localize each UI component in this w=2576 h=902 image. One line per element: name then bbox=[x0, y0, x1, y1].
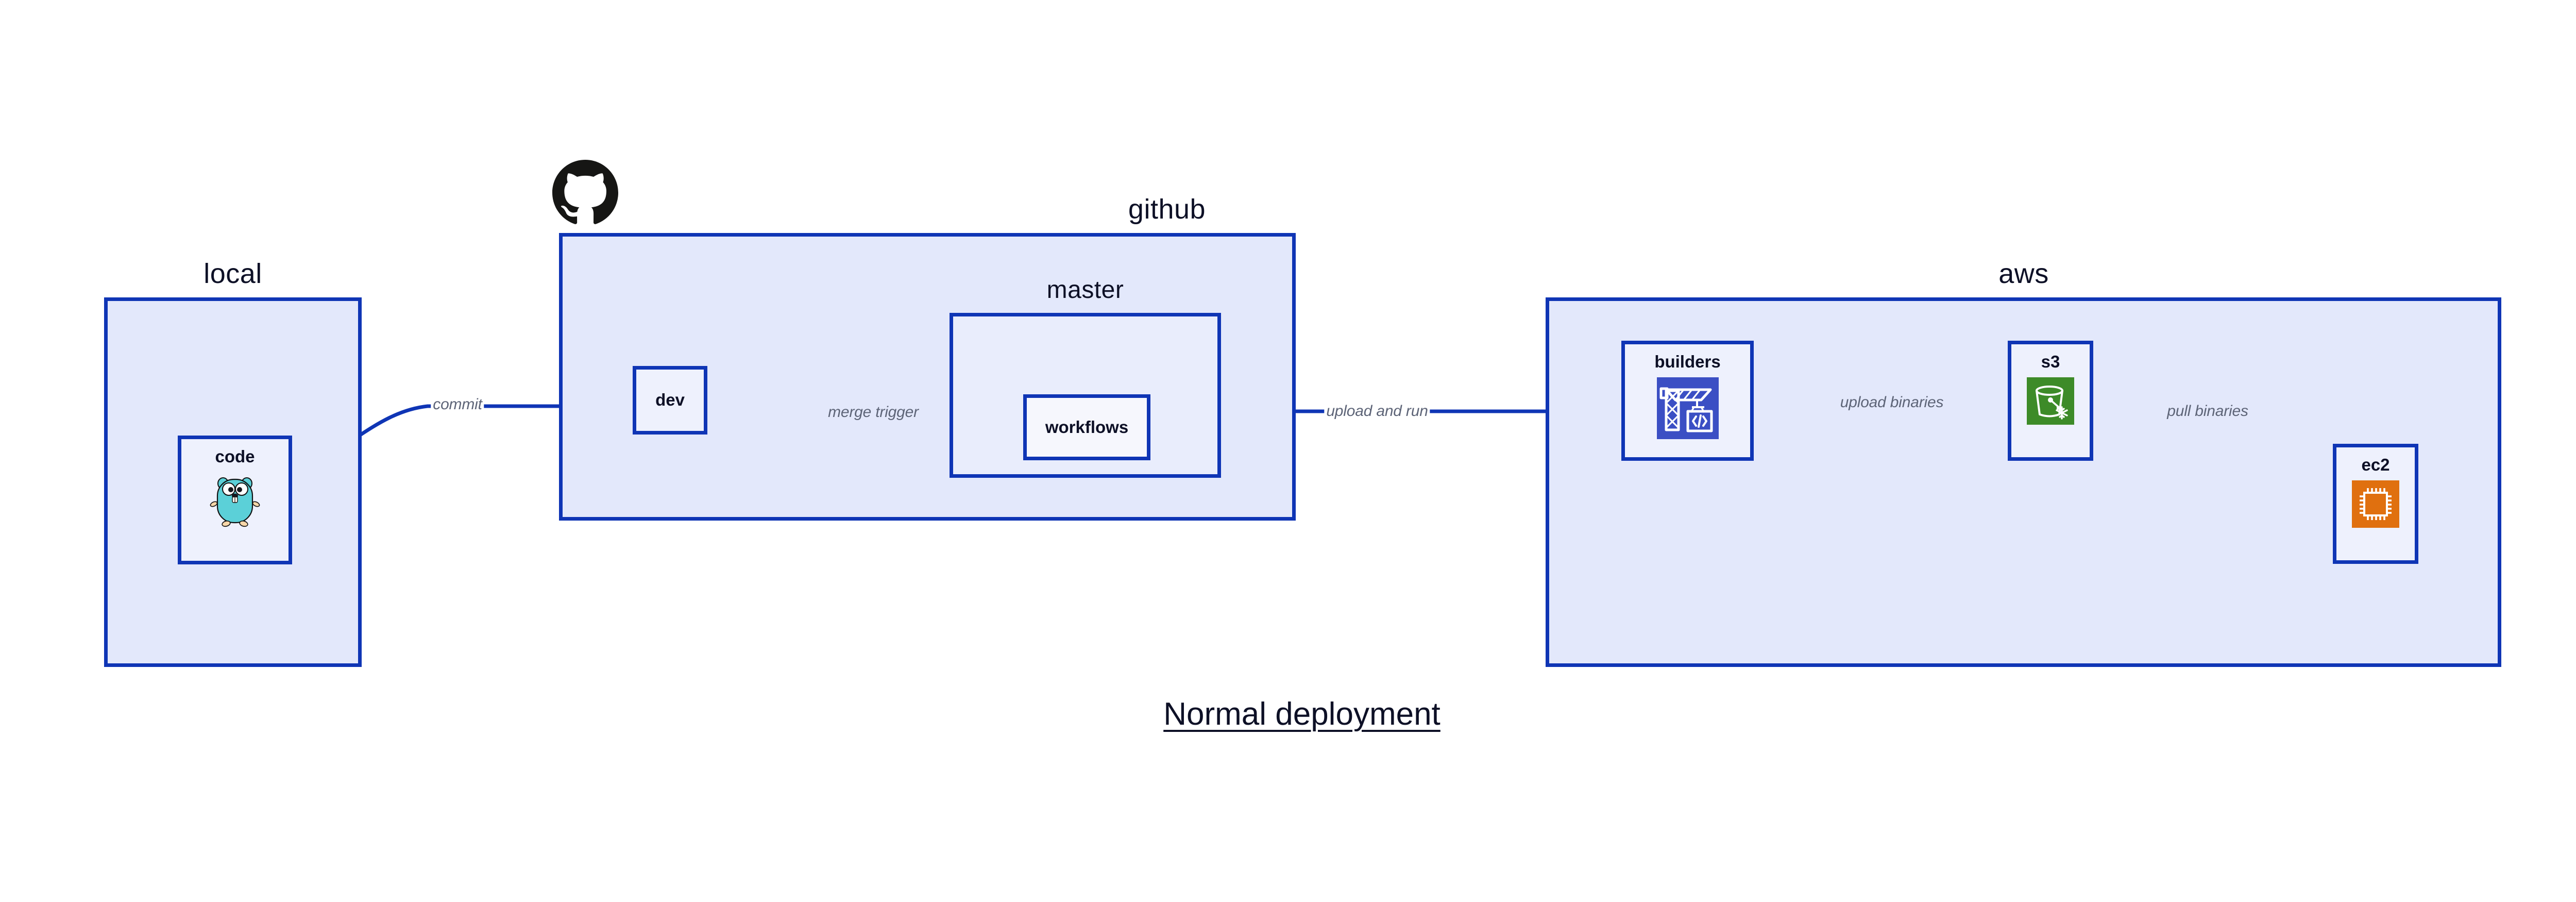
node-ec2-label: ec2 bbox=[2361, 455, 2390, 474]
cpu-chip-icon bbox=[2352, 480, 2399, 530]
node-dev[interactable]: dev bbox=[633, 366, 707, 435]
edge-label-merge-trigger: merge trigger bbox=[826, 404, 921, 421]
edge-label-pull-binaries: pull binaries bbox=[2165, 403, 2250, 420]
node-builders-label: builders bbox=[1654, 352, 1721, 371]
group-title-aws: aws bbox=[1998, 258, 2049, 289]
edge-label-upload-binaries: upload binaries bbox=[1838, 394, 1946, 411]
node-dev-label: dev bbox=[655, 390, 685, 410]
node-workflows[interactable]: workflows bbox=[1023, 394, 1150, 460]
group-title-local: local bbox=[204, 258, 262, 289]
edge-label-upload-and-run: upload and run bbox=[1324, 403, 1430, 420]
s3-bucket-icon bbox=[2027, 377, 2074, 427]
group-title-github: github bbox=[1128, 194, 1206, 225]
node-ec2[interactable]: ec2 bbox=[2333, 444, 2418, 564]
node-workflows-label: workflows bbox=[1045, 417, 1129, 437]
crane-code-icon bbox=[1656, 377, 1719, 442]
group-title-master: master bbox=[1046, 276, 1124, 304]
node-code[interactable]: code bbox=[178, 436, 292, 564]
node-s3[interactable]: s3 bbox=[2008, 341, 2093, 461]
diagram-caption: Normal deployment bbox=[1163, 696, 1440, 732]
edge-label-commit: commit bbox=[431, 396, 484, 413]
node-builders[interactable]: builders bbox=[1621, 341, 1754, 461]
go-gopher-icon bbox=[209, 472, 261, 530]
node-s3-label: s3 bbox=[2041, 352, 2060, 371]
group-local bbox=[104, 297, 362, 667]
node-code-label: code bbox=[215, 447, 255, 466]
github-octocat-icon bbox=[552, 160, 618, 226]
